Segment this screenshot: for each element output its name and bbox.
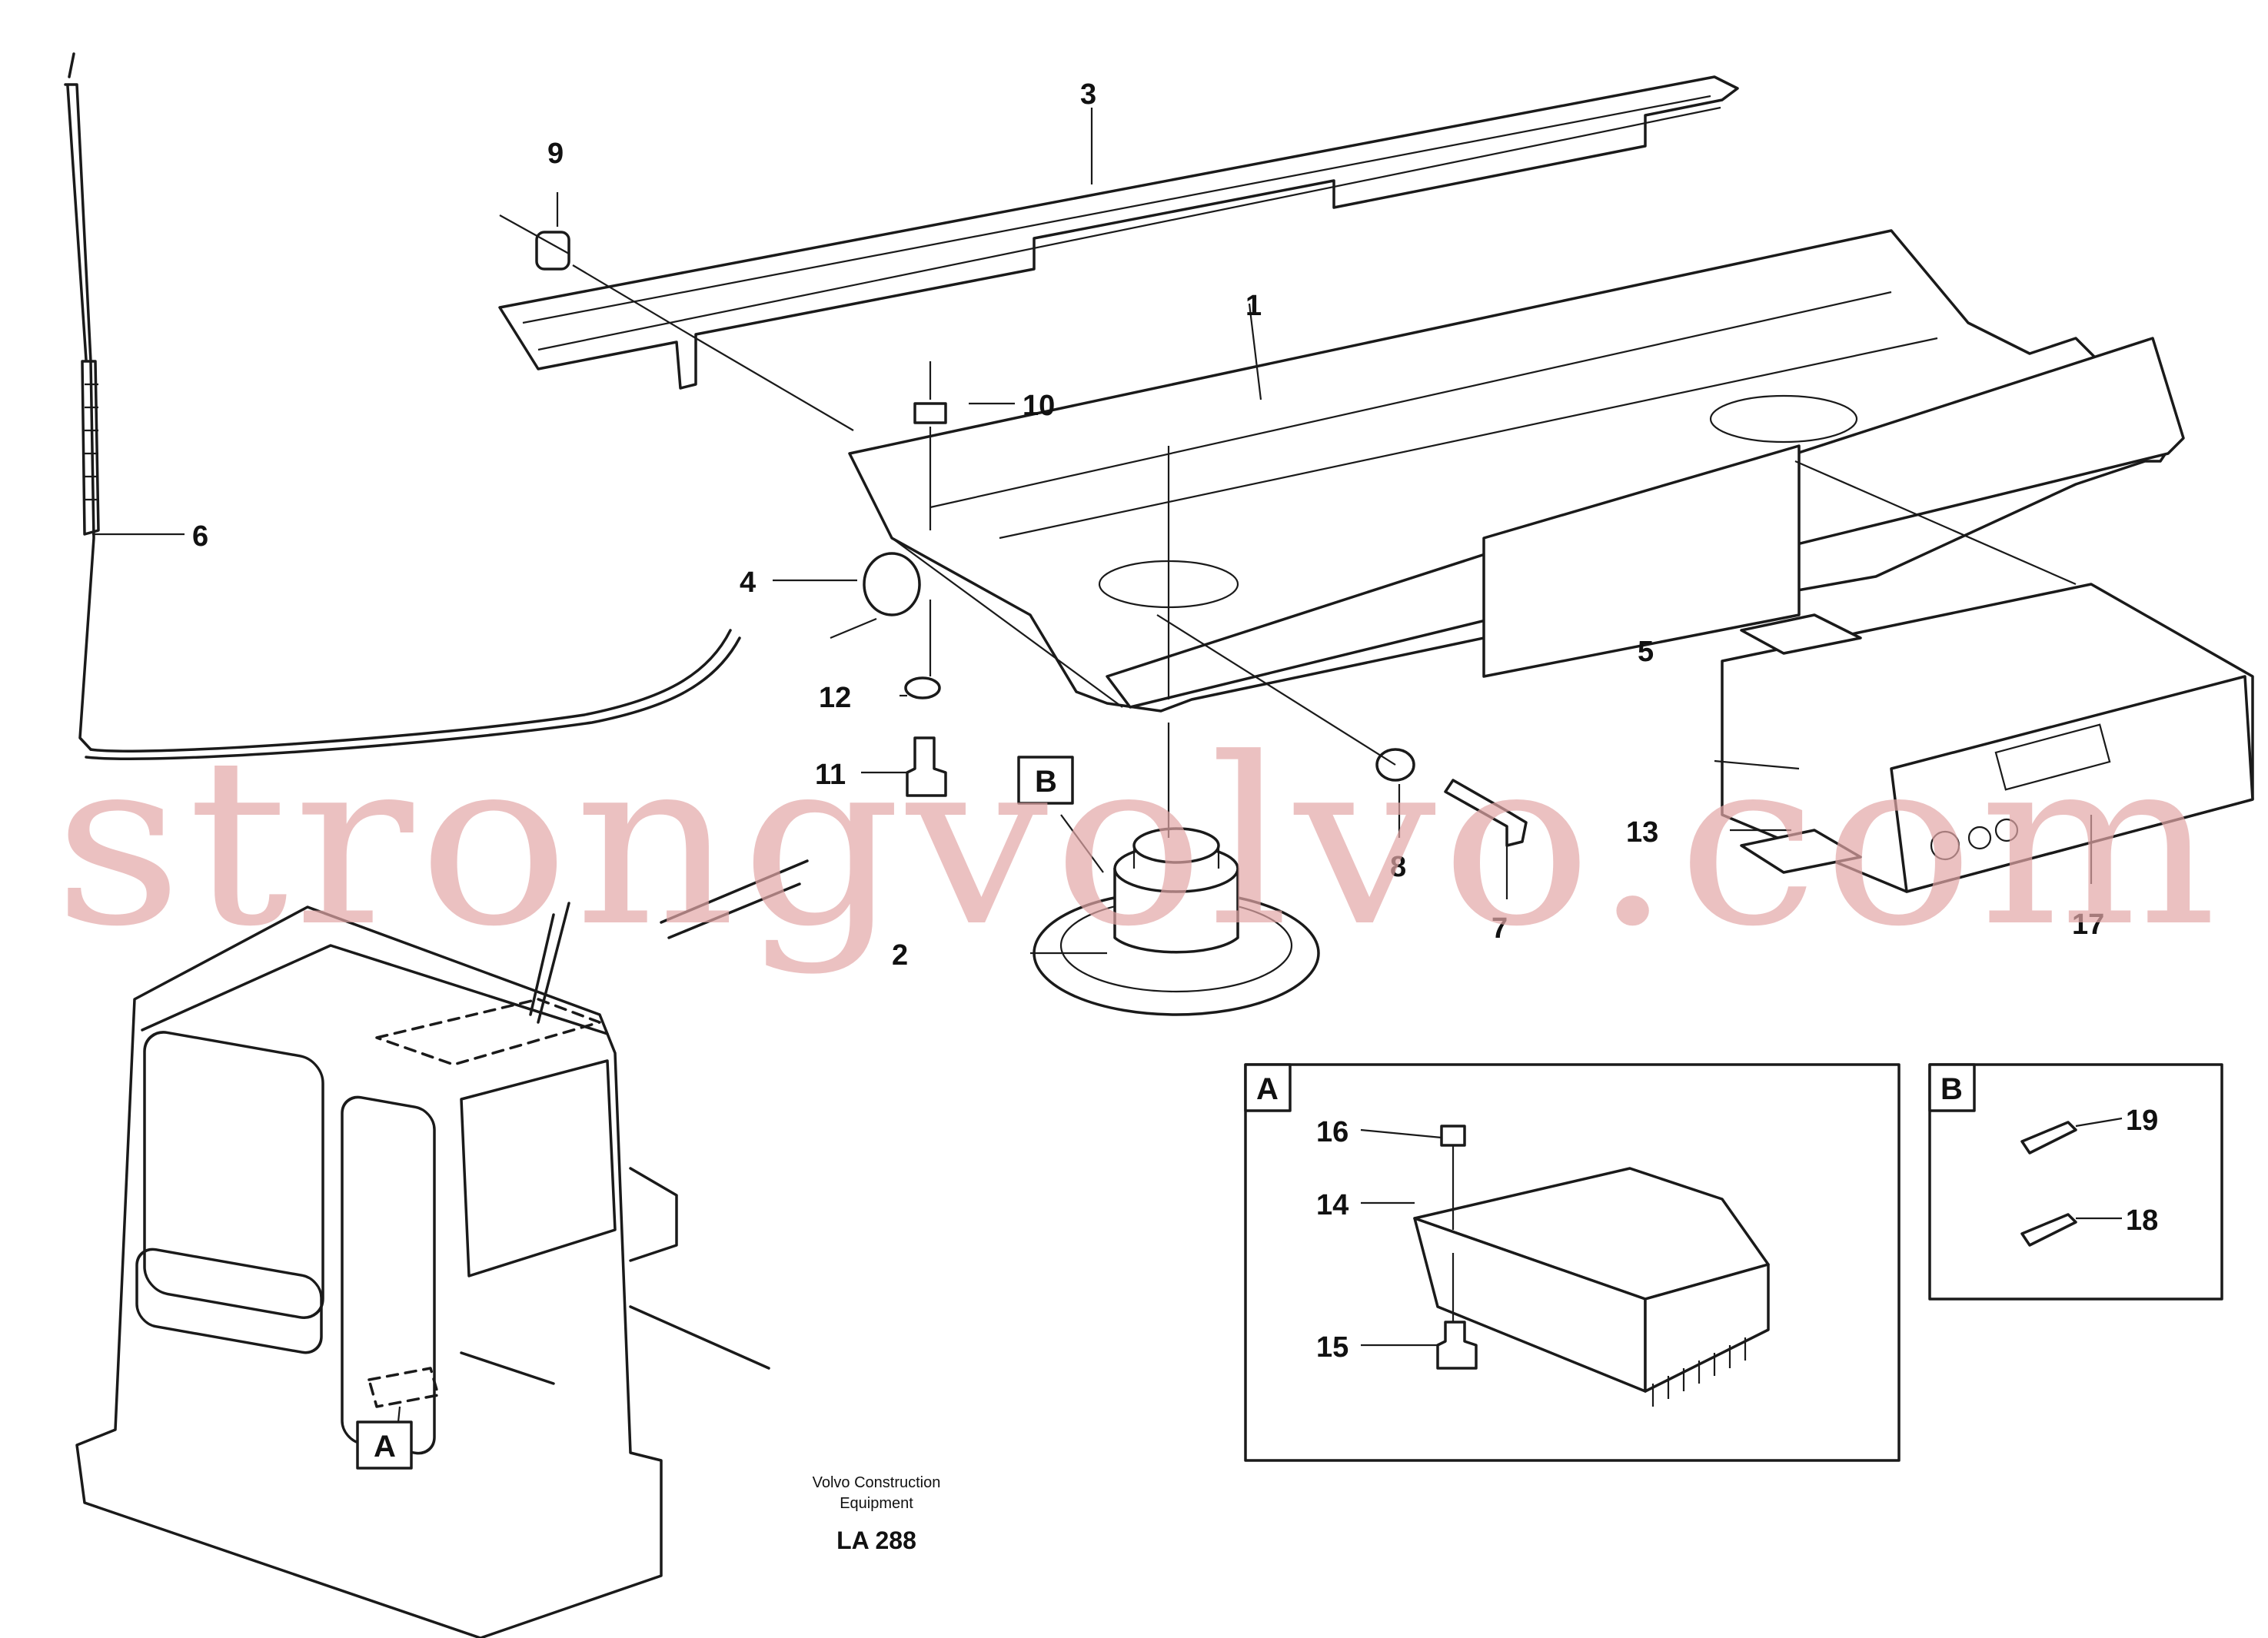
caption-line-2: Equipment xyxy=(840,1495,913,1512)
nut-9 xyxy=(535,231,570,271)
callout-18: 18 xyxy=(2126,1204,2158,1237)
callout-6: 6 xyxy=(192,520,208,553)
drawing-code: LA 288 xyxy=(836,1527,916,1554)
radio-unit xyxy=(1721,583,2254,893)
screw-7 xyxy=(1444,779,1528,847)
detail-a-reference xyxy=(356,1420,413,1470)
nut-16 xyxy=(1440,1125,1466,1147)
radio-console xyxy=(848,229,2185,713)
callout-8: 8 xyxy=(1390,851,1406,883)
callout-17: 17 xyxy=(2072,909,2104,941)
machine-cab xyxy=(75,859,809,1638)
caption-line-1: Volvo Construction xyxy=(813,1474,941,1491)
callout-9: 9 xyxy=(547,138,564,170)
detail-b-reference-letter: B xyxy=(1035,765,1057,799)
bolt-11 xyxy=(906,736,947,797)
caption: Volvo Construction Equipment LA 288 xyxy=(813,1474,941,1554)
watermark: strongvolvo.com xyxy=(54,709,2222,977)
speaker xyxy=(1033,827,1320,1016)
detail-a-box-letter: A xyxy=(1256,1072,1279,1106)
callout-16: 16 xyxy=(1316,1116,1348,1148)
assembly-lines xyxy=(499,214,2077,873)
detail-a-reference-letter: A xyxy=(374,1430,396,1464)
callout-7: 7 xyxy=(1491,912,1508,945)
detail-b-reference xyxy=(1017,756,1074,805)
callout-leaders xyxy=(92,108,2123,1347)
callout-3: 3 xyxy=(1080,78,1096,111)
terminal-18 xyxy=(2020,1213,2077,1247)
callout-14: 14 xyxy=(1316,1189,1348,1221)
callout-1: 1 xyxy=(1245,290,1262,322)
callout-12: 12 xyxy=(819,682,851,714)
callout-10: 10 xyxy=(1023,390,1055,422)
detail-letters: B A A B xyxy=(374,765,1963,1464)
bolt-15 xyxy=(1436,1321,1478,1370)
detail-a xyxy=(1244,1063,1901,1462)
callout-5: 5 xyxy=(1638,636,1654,668)
trim-rail xyxy=(498,75,1739,390)
nut-10 xyxy=(913,402,947,424)
callout-15: 15 xyxy=(1316,1331,1348,1364)
callout-11: 11 xyxy=(815,759,846,791)
callout-4: 4 xyxy=(740,566,756,599)
washer-12 xyxy=(904,676,941,699)
detail-b-box-letter: B xyxy=(1940,1072,1963,1106)
antenna xyxy=(64,52,741,760)
terminal-19 xyxy=(2020,1121,2077,1155)
grommet-4 xyxy=(863,552,921,616)
callout-13: 13 xyxy=(1626,816,1658,849)
callout-19: 19 xyxy=(2126,1105,2158,1137)
callout-labels: 3 9 1 10 6 4 5 12 11 8 7 13 17 2 16 14 1… xyxy=(192,78,2158,1364)
callout-2: 2 xyxy=(892,939,908,972)
detail-b xyxy=(1928,1063,2223,1301)
